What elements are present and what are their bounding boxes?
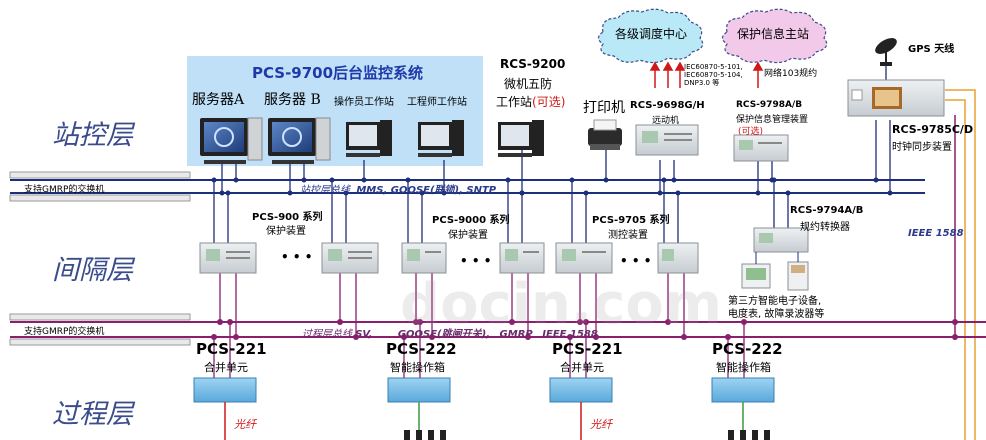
fiber-label-2: 光纤 <box>590 418 612 431</box>
bay-layer-label: 间隔层 <box>52 255 133 286</box>
bay-3-name: 测控装置 <box>608 230 648 241</box>
process-3-name: 合并单元 <box>560 361 604 374</box>
converter-model: RCS-9794A/B <box>790 205 864 216</box>
bay-2-series: PCS-9000 系列 <box>432 215 510 226</box>
process-unit-box-4 <box>711 377 775 403</box>
protection-master-cloud <box>721 8 828 64</box>
protection-master-cloud-label: 保护信息主站 <box>737 27 810 41</box>
clock-sync-device <box>847 79 945 117</box>
rcs9200-line1: 微机五防 <box>504 77 553 91</box>
engineer-workstation-computer <box>418 120 464 157</box>
fiber-label-1: 光纤 <box>234 418 256 431</box>
process-2-model: PCS-222 <box>386 340 457 358</box>
backend-title: PCS-9700后台监控系统 <box>252 64 424 82</box>
process-unit-box-1 <box>193 377 257 403</box>
bay-device-3 <box>401 242 447 274</box>
process-bus <box>9 313 986 346</box>
telecontrol-protocols: IEC60870-5-101, IEC60870-5-104, DNP3.0 等 <box>684 63 743 87</box>
converter-device <box>753 227 809 253</box>
protection-mgmt-name: 保护信息管理装置 <box>736 115 809 125</box>
bay-2-name: 保护装置 <box>448 230 488 241</box>
ellipsis-3: • • • <box>620 254 652 268</box>
process-unit-box-2 <box>387 377 451 403</box>
engineer-ws-label: 工程师工作站 <box>407 97 467 108</box>
clock-sync-lines <box>945 89 976 440</box>
ellipsis-2: • • • <box>460 254 492 268</box>
process-1-model: PCS-221 <box>196 340 267 358</box>
printer-label: 打印机 <box>583 100 625 116</box>
clock-model: RCS-9785C/D <box>892 123 974 136</box>
process-junctions <box>211 319 958 340</box>
watermark: docin.com <box>400 272 723 337</box>
bay-3-series: PCS-9705 系列 <box>592 215 670 226</box>
rcs9200-line2: 工作站(可选) <box>496 95 566 109</box>
process-bus-label: 过程层总线 SV, GOOSE(跳闸开关), GMRP IEEE 1588 <box>302 329 598 340</box>
ellipsis-1: • • • <box>281 250 313 264</box>
dispatch-cloud-label: 各级调度中心 <box>615 27 688 41</box>
protection-mgmt-optional: (可选) <box>738 127 764 137</box>
process-layer-label: 过程层 <box>52 399 133 430</box>
station-layer-label: 站控层 <box>52 120 133 151</box>
rcs9200-model: RCS-9200 <box>500 57 566 71</box>
printer-device <box>588 119 622 150</box>
bay-device-6 <box>657 242 699 274</box>
third-party-line2: 电度表, 故障录波器等 <box>728 309 825 320</box>
server-b-label: 服务器 B <box>264 92 321 108</box>
bay-junctions <box>211 177 791 196</box>
protocol-dnp3: DNP3.0 等 <box>684 79 720 87</box>
bay-device-4 <box>499 242 545 274</box>
telecontrol-model: RCS-9698G/H <box>630 100 705 111</box>
process-3-model: PCS-221 <box>552 340 623 358</box>
bay-device-2 <box>321 242 379 274</box>
operator-ws-label: 操作员工作站 <box>334 97 394 108</box>
bay-drops <box>213 180 789 245</box>
gps-label: GPS 天线 <box>908 44 955 55</box>
bay-1-name: 保护装置 <box>266 226 306 237</box>
process-1-name: 合并单元 <box>204 361 248 374</box>
telecontrol-name: 远动机 <box>652 116 680 126</box>
bay-device-5 <box>555 242 613 274</box>
bay-process-drops <box>213 272 745 380</box>
station-drops <box>221 120 891 193</box>
server-a-label: 服务器A <box>192 92 245 108</box>
third-party-devices <box>741 252 809 291</box>
station-junctions <box>219 177 893 196</box>
ieee1588-right-label: IEEE 1588 <box>908 228 964 239</box>
bay-1-series: PCS-900 系列 <box>252 212 323 223</box>
process-2-name: 智能操作箱 <box>390 361 445 374</box>
server-a-computer <box>200 117 263 164</box>
process-switch-label: 支持GMRP的交换机 <box>24 327 105 337</box>
process-4-model: PCS-222 <box>712 340 783 358</box>
converter-name: 规约转换器 <box>800 222 850 233</box>
network-103-label: 网络103规约 <box>764 69 818 79</box>
clock-name: 时钟同步装置 <box>892 142 952 153</box>
protocol-104: IEC60870-5-104, <box>684 71 743 79</box>
station-bus-label: 站控层总线 MMS, GOOSE(联锁), SNTP <box>300 185 497 196</box>
protection-mgmt-device <box>733 134 789 162</box>
third-party-line1: 第三方智能电子设备, <box>728 296 822 307</box>
protocol-101: IEC60870-5-101, <box>684 63 743 71</box>
process-unit-box-3 <box>549 377 613 403</box>
server-b-computer <box>268 117 331 164</box>
operator-workstation-computer <box>346 120 392 157</box>
rcs9200-workstation-computer <box>498 120 544 157</box>
dispatch-cloud <box>597 8 704 64</box>
field-devices <box>404 430 770 440</box>
telecontrol-device <box>635 124 699 156</box>
gps-antenna <box>875 38 897 80</box>
bay-device-1 <box>199 242 257 274</box>
process-4-name: 智能操作箱 <box>716 361 771 374</box>
protection-mgmt-model: RCS-9798A/B <box>736 100 803 110</box>
fiber-lines <box>224 402 744 440</box>
station-switch-label: 支持GMRP的交换机 <box>24 185 105 195</box>
uplink-arrows <box>649 61 764 88</box>
